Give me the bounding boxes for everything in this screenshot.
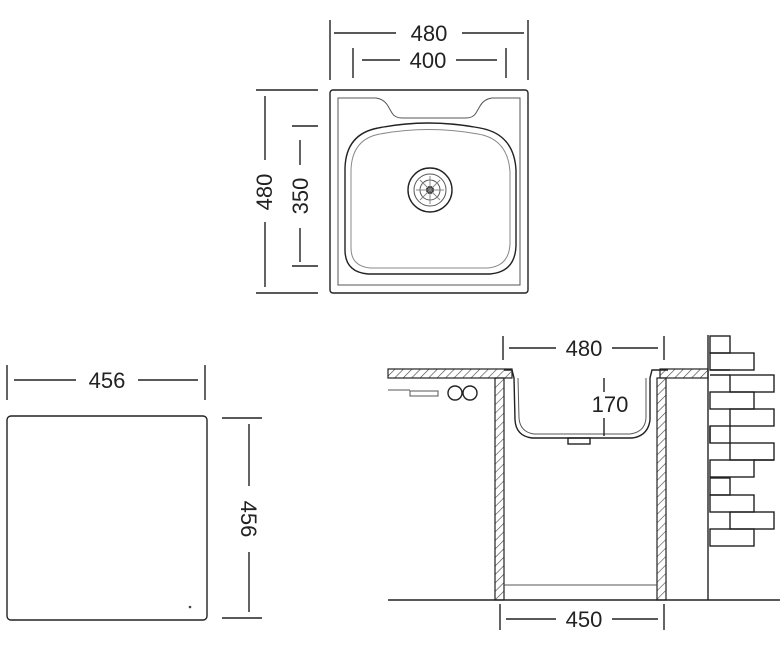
dim-bowl-width-label: 400 (410, 48, 447, 73)
brick-wall (707, 335, 775, 600)
top-view: 480 400 480 350 (252, 20, 529, 294)
dim-bowl-depth-label: 350 (288, 178, 313, 215)
dim-bowl-depth-section: 170 (592, 378, 629, 436)
dim-cutout-depth: 456 (222, 417, 262, 619)
sink-outer-outline (329, 89, 529, 294)
dim-cabinet-width: 450 (499, 604, 665, 632)
dim-outer-depth: 480 (252, 89, 318, 294)
countertop-left (387, 368, 513, 379)
cutout-outline (6, 415, 208, 621)
cabinet-wall-right (656, 377, 667, 601)
dim-cutout-width: 456 (6, 365, 206, 400)
sink-drain-section (567, 437, 591, 445)
drain-icon (407, 167, 453, 213)
dim-bowl-width: 400 (352, 48, 507, 78)
sink-inner-rim (337, 97, 521, 286)
sink-bowl-outline (344, 122, 517, 275)
dim-sink-width: 480 (502, 336, 665, 361)
cutout-view: 456 456 (6, 365, 262, 621)
dim-cabinet-width-label: 450 (566, 607, 603, 632)
dim-outer-width-label: 480 (411, 21, 448, 46)
dim-bowl-depth-section-label: 170 (592, 392, 629, 417)
cooktop-detail (388, 385, 478, 401)
dim-sink-width-label: 480 (566, 336, 603, 361)
sink-bowl-inner (350, 129, 511, 269)
dim-outer-width: 480 (329, 20, 529, 80)
dim-bowl-depth: 350 (288, 125, 318, 267)
dim-cutout-width-label: 456 (89, 368, 126, 393)
cabinet-wall-left (494, 377, 505, 601)
sink-section (504, 369, 668, 439)
section-view: 480 170 450 (387, 335, 780, 632)
dim-cutout-depth-label: 456 (236, 501, 261, 538)
dim-outer-depth-label: 480 (252, 174, 277, 211)
